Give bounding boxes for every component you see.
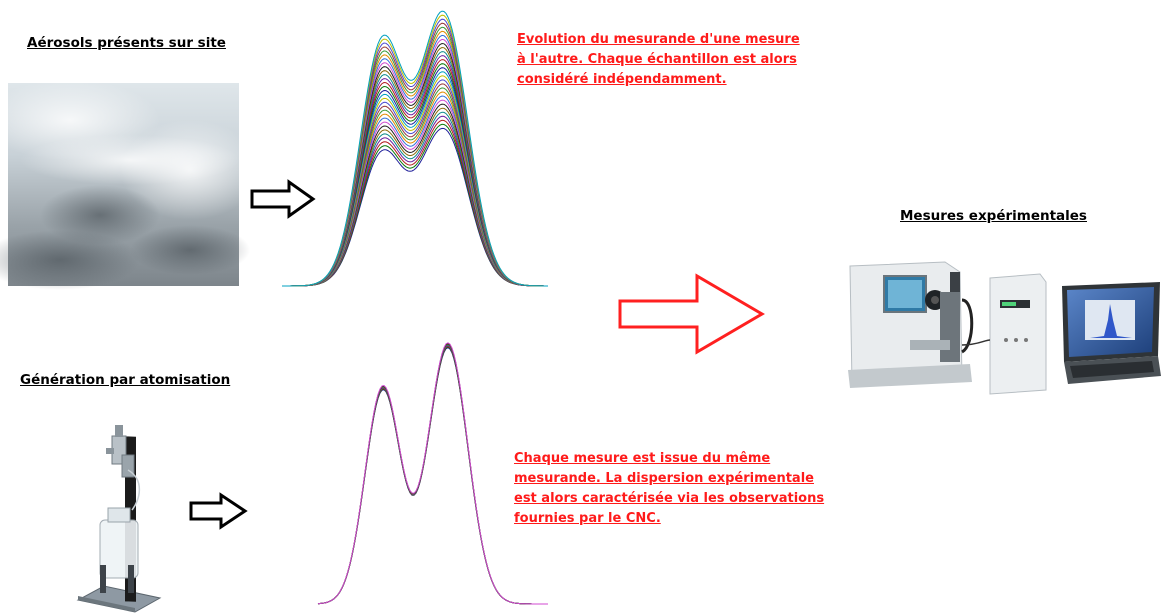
measurement-curve	[282, 46, 548, 287]
measurement-curve	[282, 71, 548, 287]
measurement-curve	[282, 119, 548, 287]
cnc-instruments-and-laptop-illustration	[848, 261, 1161, 395]
measurement-curve	[317, 346, 548, 605]
note-bottom-line-2: mesurande. La dispersion expérimentale	[514, 471, 814, 486]
measurement-curves-top	[282, 10, 548, 287]
note-top-line-2: à l'autre. Chaque échantillon est alors	[517, 52, 797, 67]
atomiser-device-illustration	[76, 425, 162, 613]
note-bottom-line-4: fournies par le CNC.	[514, 511, 661, 526]
note-bottom-line-3: est alors caractérisée via les observati…	[514, 491, 825, 506]
measurement-curve	[282, 127, 548, 287]
measurement-curve	[282, 91, 548, 287]
heading-generation: Génération par atomisation	[20, 372, 231, 388]
note-bottom: Chaque mesure est issue du même mesurand…	[514, 449, 824, 529]
note-top: Evolution du mesurande d'une mesure à l'…	[517, 30, 800, 90]
note-bottom-line-1: Chaque mesure est issue du même	[514, 451, 771, 466]
measurement-curve	[282, 75, 548, 287]
arrow-right-icon	[250, 179, 316, 219]
arrow-right-icon	[618, 273, 765, 355]
measurement-curve	[317, 345, 548, 605]
measurement-curve	[282, 79, 548, 287]
measurement-curve	[317, 344, 548, 605]
measurement-curve	[282, 115, 548, 287]
measurement-curve	[282, 42, 548, 287]
arrow-right-icon	[189, 492, 248, 530]
measurement-curve	[282, 123, 548, 287]
measurement-curves-bottom	[317, 342, 548, 605]
measurement-curve	[317, 342, 548, 605]
measurement-curve	[282, 22, 548, 287]
heading-aerosols-site: Aérosols présents sur site	[27, 35, 226, 51]
measurement-curve	[317, 342, 548, 605]
note-top-line-3: considéré indépendamment.	[517, 72, 727, 87]
measurement-curve	[282, 34, 548, 287]
measurement-curve	[282, 87, 548, 287]
measurement-curve	[317, 347, 548, 605]
note-top-line-1: Evolution du mesurande d'une mesure	[517, 32, 800, 47]
heading-measures: Mesures expérimentales	[900, 208, 1087, 224]
measurement-curve	[282, 83, 548, 287]
aerosol-fog-photo	[0, 80, 260, 290]
measurement-curve	[317, 343, 548, 605]
measurement-curve	[282, 18, 548, 287]
measurement-curve	[317, 345, 548, 605]
measurement-curve	[282, 30, 548, 287]
measurement-curve	[282, 10, 548, 287]
